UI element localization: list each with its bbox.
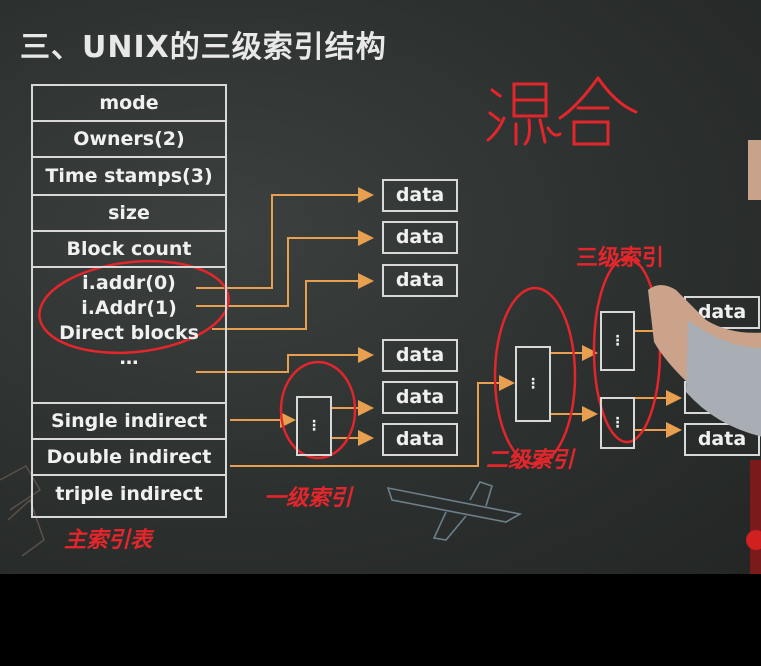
label-main-index: 主索引表 — [64, 528, 153, 553]
data-box: data — [382, 179, 458, 212]
data-box: data — [382, 264, 458, 297]
direct-blocks-label: Direct blocks — [59, 322, 199, 344]
level1-index-block: ⋮ — [296, 396, 332, 456]
blackboard: 三、UNIX的三级索引结构 mode Owners(2) Time stamps… — [0, 0, 761, 574]
label-level2-index: 二级索引 — [486, 448, 575, 473]
table-row-single-indirect: Single indirect — [31, 402, 227, 440]
level2-index-block: ⋮ — [515, 346, 551, 422]
lecturer-edge — [748, 140, 761, 200]
handwriting-hunhe — [486, 76, 638, 146]
table-row-triple-indirect: triple indirect — [31, 474, 227, 518]
table-row-mode: mode — [31, 84, 227, 122]
table-row-owners: Owners(2) — [31, 120, 227, 158]
lecturer-arm — [648, 285, 761, 574]
data-box: data — [382, 423, 458, 456]
label-level1-index: 一级索引 — [264, 486, 353, 511]
table-row-block-count: Block count — [31, 230, 227, 268]
addr-ellipsis: … — [119, 347, 139, 369]
data-box: data — [382, 381, 458, 414]
level3-index-block-top: ⋮ — [600, 311, 635, 371]
table-row-double-indirect: Double indirect — [31, 438, 227, 476]
data-box: data — [684, 423, 760, 456]
data-box: data — [382, 221, 458, 254]
addr-line-1: i.Addr(1) — [81, 297, 177, 319]
label-level3-index: 三级索引 — [576, 246, 665, 271]
addr-line-0: i.addr(0) — [82, 272, 176, 294]
table-row-size: size — [31, 194, 227, 232]
table-row-timestamps: Time stamps(3) — [31, 156, 227, 196]
page-title: 三、UNIX的三级索引结构 — [20, 30, 387, 65]
level3-index-block-bottom: ⋮ — [600, 397, 635, 449]
data-box: data — [382, 339, 458, 372]
